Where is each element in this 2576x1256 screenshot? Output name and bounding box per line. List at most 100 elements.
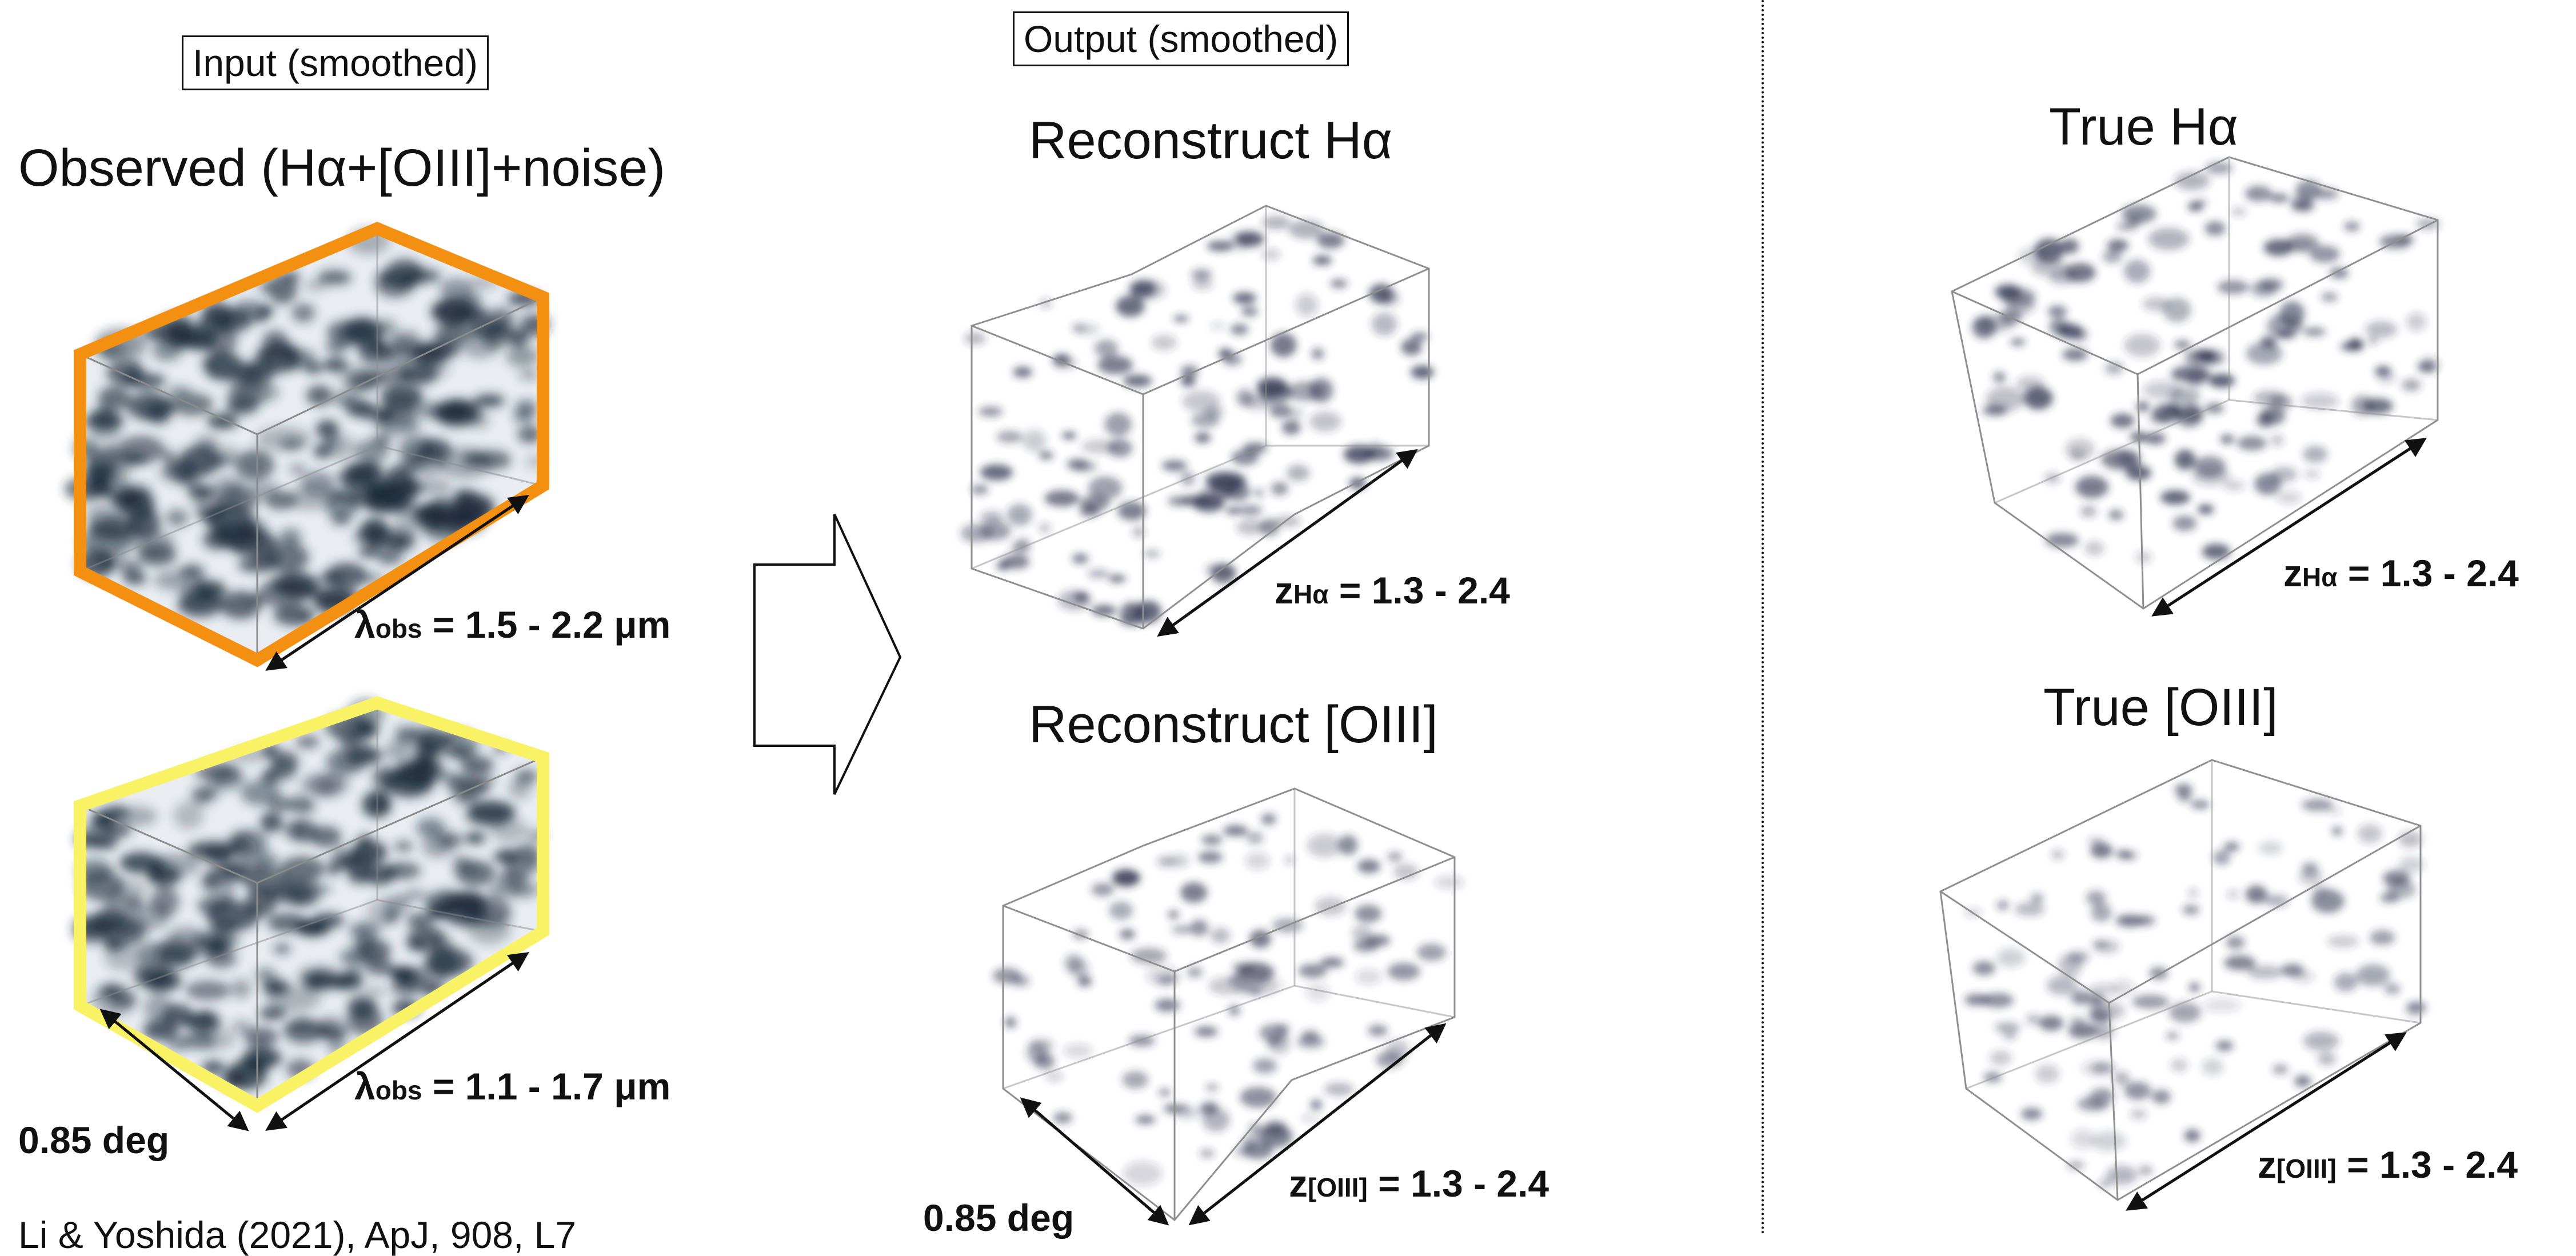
density-blob xyxy=(467,913,511,945)
density-blob xyxy=(1310,1099,1323,1110)
density-blob xyxy=(2116,222,2138,231)
density-blob xyxy=(382,913,400,923)
big-process-arrow xyxy=(753,514,902,795)
density-blob xyxy=(291,1015,311,1027)
density-blob xyxy=(2068,1023,2098,1039)
density-blob xyxy=(113,453,147,467)
density-blob xyxy=(1195,432,1211,443)
density-blob xyxy=(1135,1115,1156,1124)
density-blob xyxy=(2182,905,2200,915)
density-blob xyxy=(438,832,462,849)
density-blob xyxy=(1088,476,1123,500)
density-blob xyxy=(2086,890,2106,906)
density-blob xyxy=(2340,342,2364,351)
density-blob xyxy=(2370,930,2395,945)
density-blob xyxy=(2380,893,2399,903)
density-blob xyxy=(1269,404,1292,418)
density-blob xyxy=(2139,1165,2152,1175)
density-blob xyxy=(157,460,210,485)
true-oiii-redshift-label: z[OIII] = 1.3 - 2.4 xyxy=(2258,1143,2518,1186)
density-blob xyxy=(1202,1108,1230,1132)
density-blob xyxy=(517,426,542,443)
density-blob xyxy=(2223,481,2245,490)
density-blob xyxy=(340,854,374,873)
input-cube-top-frame xyxy=(74,222,549,667)
density-blob xyxy=(2168,387,2200,405)
density-blob xyxy=(496,849,517,862)
density-blob xyxy=(318,571,342,585)
input-bottom-depth-arrow xyxy=(265,952,529,1131)
density-blob xyxy=(1261,813,1276,825)
density-blob xyxy=(203,351,243,381)
density-blob xyxy=(391,463,413,473)
density-blob xyxy=(416,818,446,838)
density-blob xyxy=(2258,278,2284,291)
density-blob xyxy=(2231,207,2247,217)
density-blob xyxy=(2226,935,2245,950)
density-blob xyxy=(2094,940,2120,954)
density-blob xyxy=(1271,482,1289,495)
density-blob xyxy=(377,319,397,336)
density-blob xyxy=(119,561,143,578)
density-blob xyxy=(322,358,348,372)
density-blob xyxy=(2178,791,2192,802)
density-blob xyxy=(1270,333,1297,357)
density-blob xyxy=(1256,377,1288,396)
density-blob xyxy=(1387,962,1420,981)
density-blob xyxy=(1191,269,1212,281)
density-blob xyxy=(410,504,437,525)
density-blob xyxy=(112,806,157,826)
density-blob xyxy=(1029,1038,1054,1053)
density-blob xyxy=(1355,969,1382,985)
density-blob xyxy=(260,812,283,833)
density-blob xyxy=(1297,1035,1325,1049)
density-blob xyxy=(303,280,328,291)
density-blob xyxy=(91,983,137,1017)
density-blob xyxy=(2014,902,2045,916)
density-blob xyxy=(227,530,278,557)
density-blob xyxy=(2208,374,2235,388)
density-blob xyxy=(2046,975,2078,995)
density-blob xyxy=(506,327,529,347)
density-blob xyxy=(365,987,386,997)
density-blob xyxy=(2163,297,2191,323)
density-blob xyxy=(1044,490,1080,507)
density-blob xyxy=(202,301,232,324)
density-blob xyxy=(1077,975,1092,987)
input-cube-top xyxy=(64,222,551,667)
density-blob xyxy=(2102,250,2122,263)
density-blob xyxy=(1013,367,1033,378)
density-blob xyxy=(1996,901,2009,910)
density-blob xyxy=(282,348,317,370)
density-blob xyxy=(2136,551,2152,563)
density-blob xyxy=(1161,460,1188,471)
density-blob xyxy=(230,829,267,858)
density-blob xyxy=(2026,1014,2040,1025)
density-blob xyxy=(513,410,536,423)
density-blob xyxy=(2064,263,2096,282)
density-blob xyxy=(1261,249,1280,261)
density-blob xyxy=(1180,882,1208,903)
density-blob xyxy=(1262,215,1291,230)
density-blob xyxy=(2151,1090,2171,1104)
density-blob xyxy=(2122,205,2156,223)
density-blob xyxy=(1253,489,1264,497)
density-blob xyxy=(191,786,214,805)
density-blob xyxy=(381,385,424,409)
density-blob xyxy=(334,845,351,856)
input-width-label: 0.85 deg xyxy=(18,1119,170,1161)
density-blob xyxy=(2224,955,2256,970)
density-blob xyxy=(2298,870,2323,885)
density-blob xyxy=(1062,432,1076,439)
density-blob xyxy=(1132,526,1145,538)
density-blob xyxy=(1352,925,1372,942)
density-blob xyxy=(964,332,986,345)
density-blob xyxy=(980,464,1013,481)
density-blob xyxy=(2398,856,2425,873)
density-blob xyxy=(2202,1058,2223,1075)
density-blob xyxy=(350,843,366,853)
reconstruct-ha-title: Reconstruct Hα xyxy=(1029,111,1393,170)
density-blob xyxy=(2303,1031,2339,1051)
density-blob xyxy=(310,826,342,847)
density-blob xyxy=(2088,838,2105,845)
